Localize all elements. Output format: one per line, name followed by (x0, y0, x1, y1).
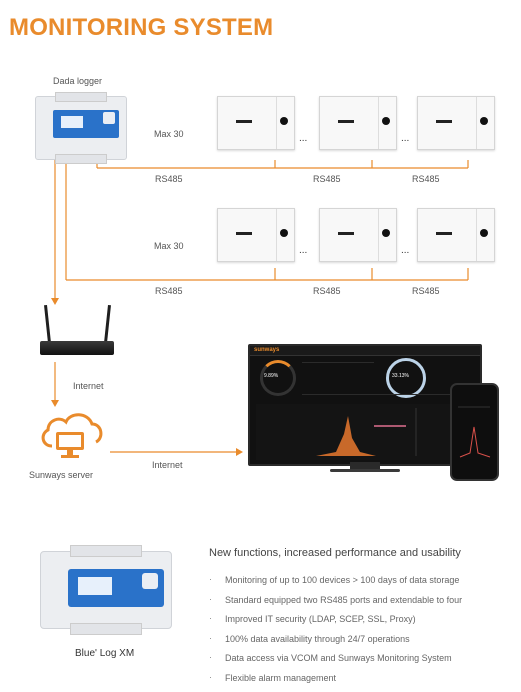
rs485-label: RS485 (155, 174, 183, 184)
rs485-label: RS485 (313, 286, 341, 296)
inverter (417, 208, 495, 262)
cloud-server-icon (41, 413, 103, 458)
datalogger-device (35, 92, 127, 164)
brand-logo: sunways (254, 347, 280, 353)
inverter (217, 96, 295, 150)
list-item: Standard equipped two RS485 ports and ex… (209, 594, 514, 605)
product-label: Blue' Log XM (75, 648, 135, 659)
wiring-diagram (51, 160, 469, 456)
gauge-left-value: 9.89% (264, 373, 279, 379)
monitor-stand (350, 462, 380, 470)
ellipsis: ... (401, 133, 410, 144)
max-devices-label: Max 30 (154, 129, 184, 139)
monitor-dashboard: sunways 9.89% 33.13% (248, 344, 482, 466)
monitor-base (330, 469, 400, 472)
inverter (417, 96, 495, 150)
features-list: Monitoring of up to 100 devices > 100 da… (209, 574, 514, 692)
arrow-right-icon (236, 448, 243, 456)
gauge-right-value: 33.13% (392, 373, 409, 379)
inverter (319, 208, 397, 262)
page-title: MONITORING SYSTEM (9, 14, 274, 41)
list-item: Flexible alarm management (209, 672, 514, 683)
rs485-label: RS485 (155, 286, 183, 296)
datalogger-label: Dada logger (53, 76, 103, 86)
max-devices-label: Max 30 (154, 241, 184, 251)
inverter (217, 208, 295, 262)
list-item: Monitoring of up to 100 devices > 100 da… (209, 574, 514, 585)
list-item: Improved IT security (LDAP, SCEP, SSL, P… (209, 613, 514, 624)
ellipsis: ... (299, 133, 308, 144)
arrow-down-icon (51, 400, 59, 407)
rs485-label: RS485 (313, 174, 341, 184)
inverter (319, 96, 397, 150)
ellipsis: ... (401, 245, 410, 256)
server-label: Sunways server (29, 470, 94, 480)
router-icon (40, 304, 114, 361)
rs485-label: RS485 (412, 286, 440, 296)
rs485-label: RS485 (412, 174, 440, 184)
features-heading: New functions, increased performance and… (209, 547, 461, 559)
internet-label: Internet (73, 381, 104, 391)
product-image (40, 545, 172, 635)
list-item: Data access via VCOM and Sunways Monitor… (209, 652, 514, 663)
list-item: 100% data availability through 24/7 oper… (209, 633, 514, 644)
arrow-down-icon (51, 298, 59, 305)
smartphone (450, 383, 499, 481)
ellipsis: ... (299, 245, 308, 256)
internet-label: Internet (152, 460, 183, 470)
